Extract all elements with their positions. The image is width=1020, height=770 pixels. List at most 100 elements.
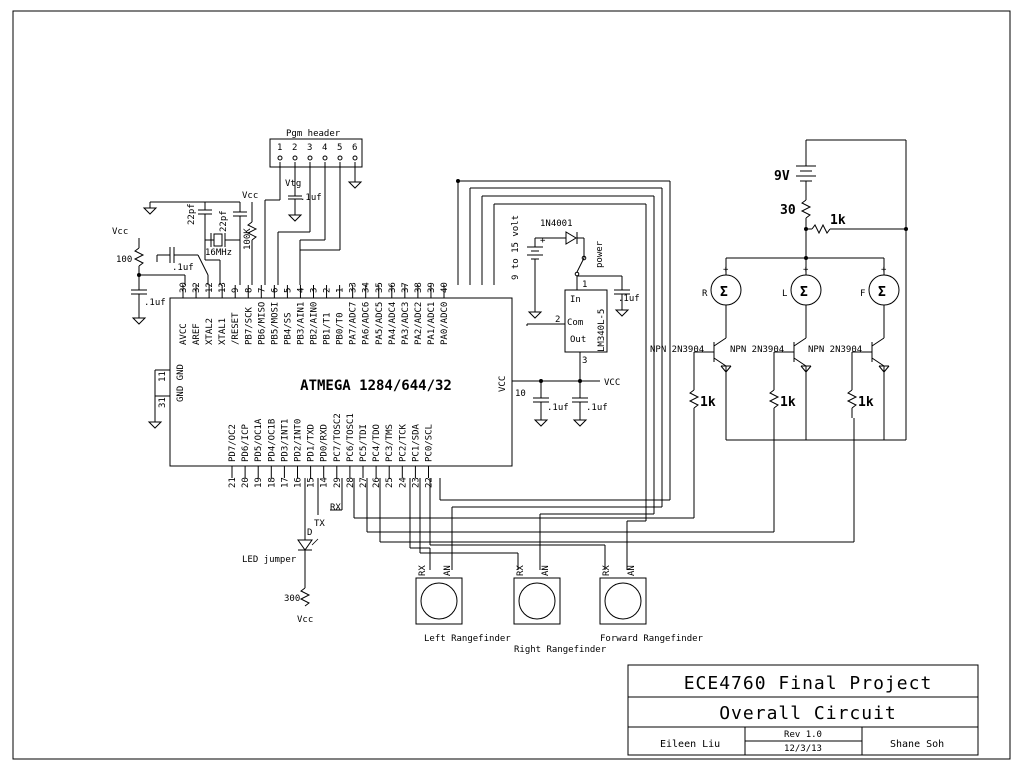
bottom-pin-num: 21 xyxy=(228,477,238,488)
vcc-pin-label: VCC xyxy=(498,376,508,392)
top-pin-num: 12 xyxy=(205,282,215,293)
bottom-pin-name: PC5/TDI xyxy=(359,424,369,462)
rangefinder-name: Right Rangefinder xyxy=(514,645,607,655)
motor-plus: + xyxy=(723,265,729,275)
sigma-icon: Σ xyxy=(878,285,886,300)
motor-label: R xyxy=(702,289,708,299)
bottom-pin-num: 19 xyxy=(254,477,264,488)
r100-label: 100 xyxy=(116,255,132,265)
bottom-pin-num: 26 xyxy=(372,477,382,488)
cap-aref-label: .1uf xyxy=(172,263,194,273)
top-pin-num: 33 xyxy=(349,282,359,293)
top-pin-num: 30 xyxy=(179,282,189,293)
mcu-bottom-pins: 21PD7/OC220PD6/ICP19PD5/OC1A18PD4/OC1B17… xyxy=(228,413,435,488)
bottom-pin-num: 15 xyxy=(307,477,317,488)
vcc-upper-label: VCC xyxy=(604,378,620,388)
bottom-pin-name: PC7/TOSC2 xyxy=(333,413,343,462)
top-pin-num: 36 xyxy=(388,282,398,293)
bottom-pin-num: 16 xyxy=(294,477,304,488)
bottom-pin-num: 25 xyxy=(385,477,395,488)
top-pin-name: PB1/T1 xyxy=(323,312,333,345)
top-pin-num: 34 xyxy=(362,282,372,293)
rf-rx-label: RX xyxy=(516,565,526,576)
top-pin-num: 6 xyxy=(270,288,280,293)
top-pin-num: 2 xyxy=(323,288,333,293)
bottom-pin-name: PD4/OC1B xyxy=(267,419,277,462)
bottom-pin-num: 14 xyxy=(320,477,330,488)
vcc-label-left: Vcc xyxy=(112,227,128,237)
header-pin-num: 3 xyxy=(307,143,312,153)
reg-pin2: 2 xyxy=(555,315,560,325)
cap-22pf-a: 22pf xyxy=(187,203,197,225)
crystal-circuit: 22pf 22pf 16MHz xyxy=(142,201,247,285)
top-pin-name: PB5/MOSI xyxy=(270,302,280,345)
top-pin-num: 5 xyxy=(283,288,293,293)
top-pin-num: 37 xyxy=(401,282,411,293)
reg-pin3: 3 xyxy=(582,356,587,366)
sheet-border xyxy=(12,10,1011,760)
rf-an-label: AN xyxy=(627,565,637,576)
supply-label: 9 to 15 volt xyxy=(511,215,521,280)
sigma-icon: Σ xyxy=(800,285,808,300)
top-pin-num: 38 xyxy=(414,282,424,293)
top-pin-name: PA1/ADC1 xyxy=(427,302,437,345)
bottom-pin-name: PD5/OC1A xyxy=(254,418,264,462)
pgm-header-title: Pgm header xyxy=(286,129,341,139)
bottom-pin-num: 29 xyxy=(333,477,343,488)
tx-label: TX xyxy=(314,519,325,529)
top-pin-num: 39 xyxy=(427,282,437,293)
motor-label: L xyxy=(782,289,787,299)
bottom-pin-name: PD6/ICP xyxy=(241,423,251,462)
r1k-base: 1k xyxy=(780,395,796,410)
top-pin-name: PB0/T0 xyxy=(336,312,346,345)
header-pin-num: 5 xyxy=(337,143,342,153)
crystal-freq: 16MHz xyxy=(205,248,232,258)
header-pin-num: 4 xyxy=(322,143,327,153)
bottom-pin-name: PC2/TCK xyxy=(398,423,408,462)
bottom-pin-name: PC6/TOSC1 xyxy=(346,413,356,462)
vcc-label-reset: Vcc xyxy=(242,191,258,201)
tb-author-left: Eileen Liu xyxy=(660,739,720,750)
top-pin-name: AREF xyxy=(192,323,202,345)
top-pin-num: 1 xyxy=(336,288,346,293)
top-pin-name: PB2/AIN0 xyxy=(310,302,320,345)
vtg-label: Vtg xyxy=(285,179,301,189)
bottom-pin-num: 28 xyxy=(346,477,356,488)
top-pin-name: XTAL1 xyxy=(218,318,228,345)
reg-out: Out xyxy=(570,335,586,345)
tb-rev: Rev 1.0 xyxy=(784,730,822,740)
motor-plus: + xyxy=(803,265,809,275)
led-jumper-label: LED jumper xyxy=(242,555,297,565)
rf-rx-label: RX xyxy=(602,565,612,576)
tb-author-right: Shane Soh xyxy=(890,739,944,750)
rf-an-label: AN xyxy=(443,565,453,576)
bottom-pin-name: PC1/SDA xyxy=(411,423,421,462)
top-pin-name: AVCC xyxy=(179,323,189,345)
top-pin-name: /RESET xyxy=(231,312,241,345)
bottom-pin-name: PD0/RXD xyxy=(320,424,330,462)
tb-project: ECE4760 Final Project xyxy=(684,673,933,694)
power-switch-label: power xyxy=(595,240,605,268)
bottom-pin-name: PD2/INT0 xyxy=(294,419,304,462)
power-supply: 1N4001 power .1uf 9 to 15 volt + In Com … xyxy=(511,215,640,381)
r1k-base: 1k xyxy=(700,395,716,410)
cap-22pf-b: 22pf xyxy=(219,210,229,232)
sigma-icon: Σ xyxy=(720,285,728,300)
rf-an-label: AN xyxy=(541,565,551,576)
cap-vcc1: .1uf xyxy=(547,403,569,413)
top-pin-name: PA6/ADC6 xyxy=(362,302,372,345)
bat-plus: + xyxy=(540,236,546,246)
bottom-pin-name: PD7/OC2 xyxy=(228,424,238,462)
rf-rx-label: RX xyxy=(418,565,428,576)
bottom-pin-name: PC0/SCL xyxy=(425,424,435,462)
avcc-network: Vcc 100 .1uf .1uf xyxy=(112,227,209,325)
r1k-base: 1k xyxy=(858,395,874,410)
top-pin-name: XTAL2 xyxy=(205,318,215,345)
diode-label: 1N4001 xyxy=(540,219,573,229)
r30-label: 30 xyxy=(780,203,796,218)
bottom-pin-name: PD1/TXD xyxy=(307,424,317,462)
cap-avcc-label: .1uf xyxy=(144,298,166,308)
reg-pin1: 1 xyxy=(582,280,587,290)
mcu-chip: ATMEGA 1284/644/32 30AVCC32AREF12XTAL213… xyxy=(147,282,620,488)
